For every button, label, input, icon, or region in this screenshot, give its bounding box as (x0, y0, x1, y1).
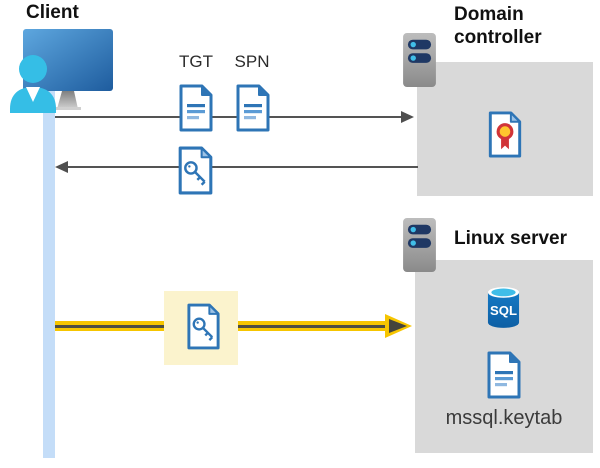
certificate-icon (488, 111, 522, 158)
server-icon (403, 32, 436, 88)
spn-label: SPN (234, 52, 270, 71)
keytab-document-icon (487, 351, 521, 399)
linux-server-title: Linux server (454, 228, 567, 249)
domain-controller-title: Domain controller (454, 4, 542, 48)
tgt-document-icon (179, 84, 213, 132)
client-workstation-user-icon (10, 29, 113, 113)
arrow-right-icon (401, 111, 414, 123)
client-timeline-line (43, 88, 55, 458)
response-arrow-line (68, 166, 418, 168)
key-ticket-document-icon (187, 303, 220, 350)
sql-database-icon: SQL (487, 287, 520, 328)
arrow-left-icon (55, 161, 68, 173)
yellow-arrow-right-icon (385, 314, 412, 338)
spn-document-icon (236, 84, 270, 132)
server-icon (403, 217, 436, 273)
tgt-label: TGT (179, 52, 213, 71)
request-arrow-line (55, 116, 403, 118)
key-ticket-document-icon (178, 146, 213, 195)
keytab-filename-label: mssql.keytab (445, 407, 563, 429)
sql-label: SQL (490, 303, 517, 318)
client-title: Client (26, 2, 79, 23)
